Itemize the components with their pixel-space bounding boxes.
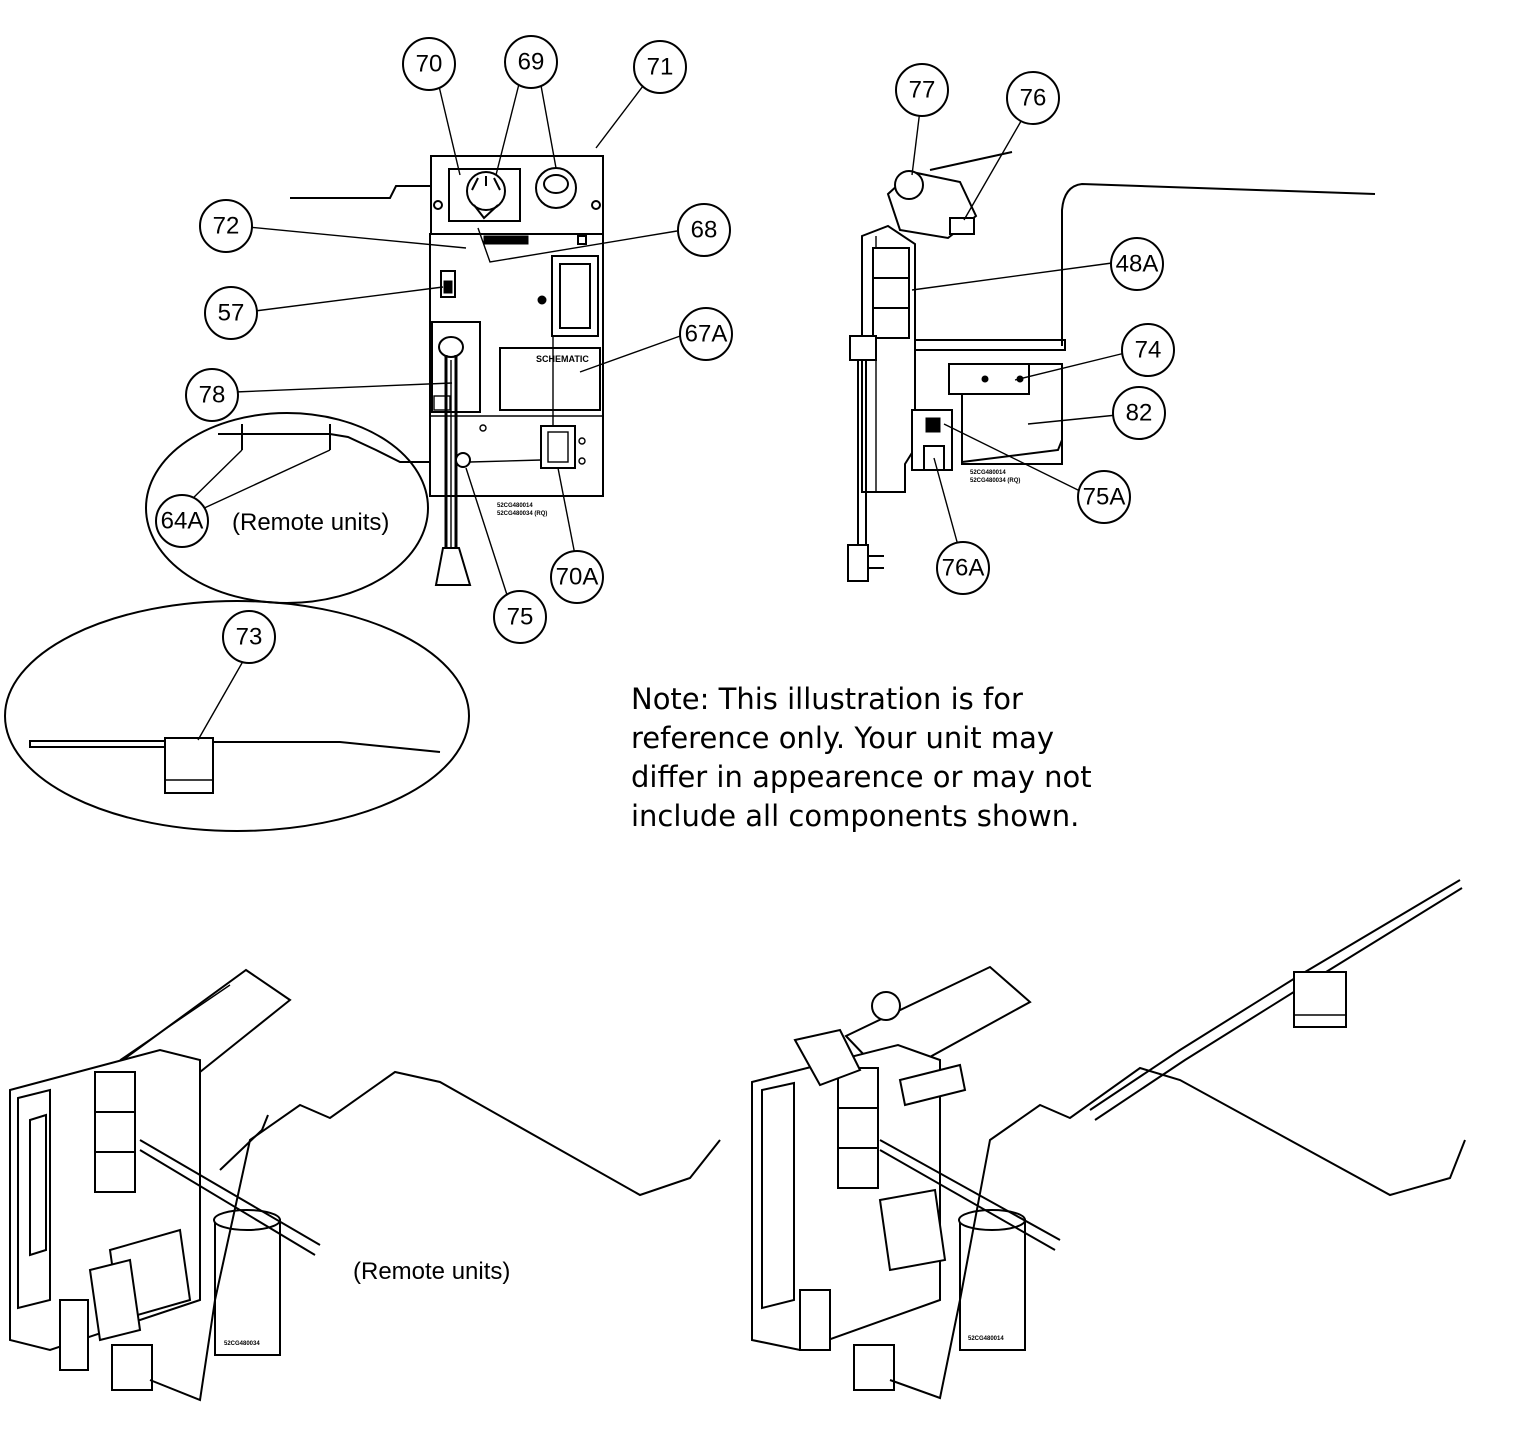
- callout-75a-label: 75A: [1083, 484, 1126, 511]
- callout-74: 74: [1121, 323, 1175, 377]
- isometric-view-remote: 52CG480034 (Remote units): [9, 968, 721, 1402]
- callout-75-label: 75: [507, 604, 534, 631]
- callout-48a-label: 48A: [1116, 251, 1159, 278]
- isometric-view-standard: 52CG480014: [751, 879, 1466, 1400]
- callout-82: 82: [1112, 386, 1166, 440]
- remote-units-caption-bottom: (Remote units): [353, 1258, 510, 1285]
- callout-68: 68: [677, 203, 731, 257]
- callout-64a-label: 64A: [161, 508, 204, 535]
- remote-units-caption-top: (Remote units): [232, 509, 389, 536]
- callout-77: 77: [895, 63, 949, 117]
- side-model-number-1: 52CG480014: [970, 470, 1006, 476]
- side-model-number-2: 52CG480034 (RQ): [970, 478, 1020, 484]
- capacitor-label-right: 52CG480014: [968, 1336, 1004, 1342]
- callout-67a-label: 67A: [685, 321, 728, 348]
- callout-70a: 70A: [550, 550, 604, 604]
- note-line-2: reference only. Your unit may: [631, 721, 1055, 755]
- note-line-4: include all components shown.: [631, 799, 1080, 833]
- callout-76a-label: 76A: [942, 555, 985, 582]
- callout-76: 76: [1006, 71, 1060, 125]
- callout-74-label: 74: [1135, 337, 1162, 364]
- front-model-number-1: 52CG480014: [497, 503, 533, 509]
- callout-75a: 75A: [1077, 470, 1131, 524]
- callout-leaders: [185, 79, 1126, 741]
- callout-75: 75: [493, 590, 547, 644]
- callout-57-label: 57: [218, 300, 245, 327]
- callout-64a: 64A: [155, 494, 209, 548]
- sensing-bulb-group: [4, 600, 470, 832]
- callout-67a: 67A: [679, 307, 733, 361]
- callout-69-label: 69: [518, 49, 545, 76]
- callout-72-label: 72: [213, 213, 240, 240]
- callout-69: 69: [504, 35, 558, 89]
- capacitor-label-left: 52CG480034: [224, 1341, 260, 1347]
- front-view-control-panel: SCHEMATIC 52CG480014 52CG480034 (RQ): [290, 155, 604, 586]
- callout-76-label: 76: [1020, 85, 1047, 112]
- front-model-number-2: 52CG480034 (RQ): [497, 511, 547, 517]
- callout-70: 70: [402, 37, 456, 91]
- callout-73: 73: [222, 610, 276, 664]
- callout-68-label: 68: [691, 217, 718, 244]
- callout-77-label: 77: [909, 77, 936, 104]
- callout-70-label: 70: [416, 51, 443, 78]
- callout-78: 78: [185, 368, 239, 422]
- schematic-label: SCHEMATIC: [536, 354, 589, 364]
- callout-57: 57: [204, 286, 258, 340]
- callout-70a-label: 70A: [556, 564, 599, 591]
- callout-71: 71: [633, 40, 687, 94]
- callout-48a: 48A: [1110, 237, 1164, 291]
- callout-78-label: 78: [199, 382, 226, 409]
- callout-73-label: 73: [236, 624, 263, 651]
- reference-note: Note: This illustration is for reference…: [631, 680, 1151, 836]
- callout-82-label: 82: [1126, 400, 1153, 427]
- note-line-3: differ in appearence or may not: [631, 760, 1092, 794]
- callout-72: 72: [199, 199, 253, 253]
- remote-units-probe-group: (Remote units): [145, 412, 430, 604]
- note-line-1: Note: This illustration is for: [631, 682, 1023, 716]
- callout-71-label: 71: [647, 54, 674, 81]
- callout-76a: 76A: [936, 541, 990, 595]
